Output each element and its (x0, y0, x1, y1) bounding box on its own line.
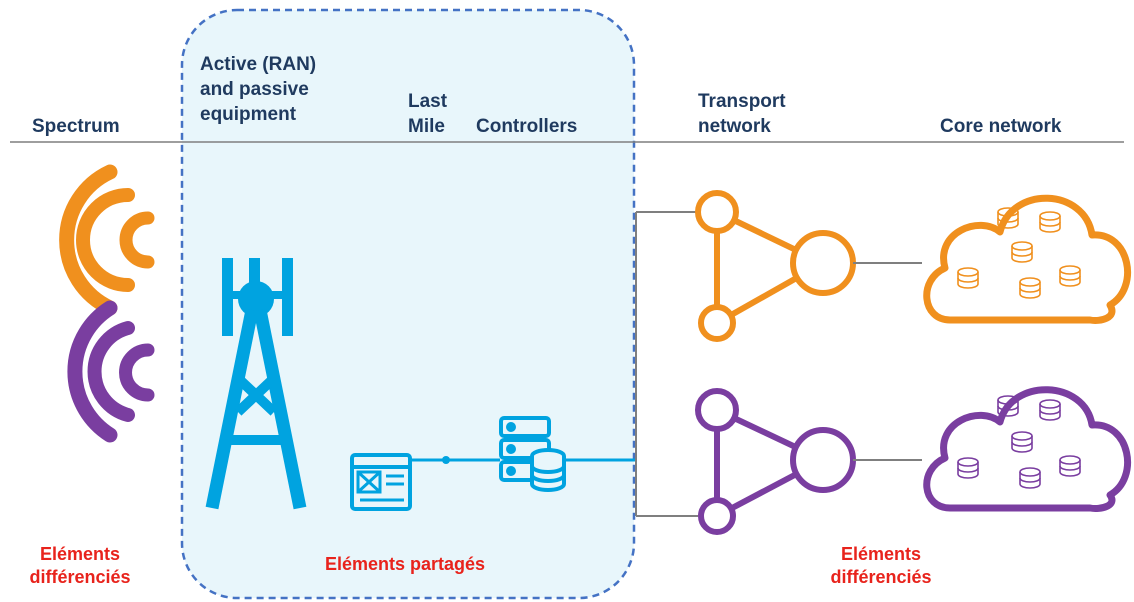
server-database-icon (499, 416, 566, 492)
cloud-database-icon (923, 386, 1132, 512)
network-triangle-icon (695, 190, 856, 342)
header-controllers: Controllers (476, 116, 578, 137)
label-differentiated-left: Eléments différenciés (29, 544, 131, 587)
link-node (442, 456, 450, 464)
radio-waves-icon (59, 164, 155, 316)
cell-tower-icon (205, 258, 307, 510)
label-shared-elements: Eléments partagés (324, 554, 486, 574)
network-panel-icon (350, 453, 412, 511)
network-triangle-icon (695, 388, 856, 535)
header-core-network: Core network (940, 116, 1062, 137)
header-transport-network: Transport network (698, 91, 786, 137)
header-spectrum: Spectrum (32, 116, 120, 137)
radio-waves-icon (67, 300, 155, 443)
label-differentiated-right: Eléments différenciés (830, 544, 932, 587)
header-last-mile: Last Mile (408, 91, 448, 137)
header-active-passive-equipment: Active (RAN) and passive equipment (200, 54, 317, 125)
cloud-database-icon (923, 194, 1132, 324)
